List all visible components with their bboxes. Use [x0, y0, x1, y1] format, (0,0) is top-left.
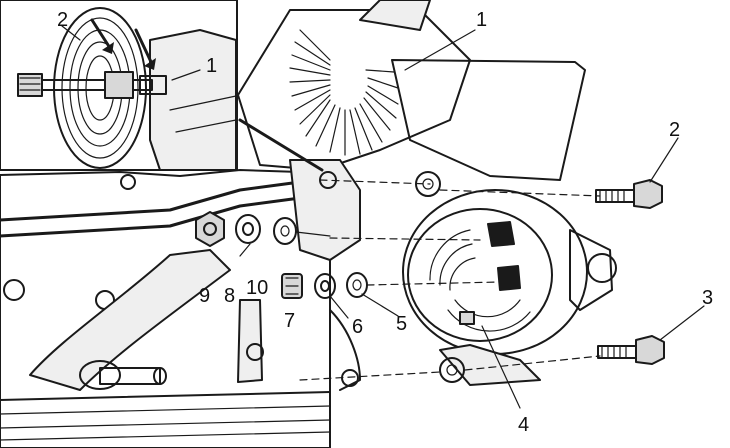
leader-1-inset	[171, 69, 201, 81]
inset-panel	[0, 0, 238, 171]
callout-3: 3	[702, 287, 713, 309]
callout-10: 10	[246, 277, 268, 299]
callout-2-inset: 2	[57, 9, 68, 31]
callout-2-main: 2	[669, 119, 680, 141]
leader-1-main	[404, 29, 476, 71]
bolt-2	[595, 137, 679, 209]
callout-9: 9	[199, 285, 210, 307]
callout-1-main: 1	[476, 9, 487, 31]
leader-2-inset	[61, 25, 81, 41]
callout-4: 4	[518, 414, 529, 436]
bolt-3	[597, 305, 705, 365]
leader-4	[481, 325, 521, 409]
washer-8	[235, 214, 261, 244]
fastener-stack	[195, 211, 501, 299]
washer-6	[346, 272, 368, 298]
callout-5: 5	[396, 313, 407, 335]
callout-7: 7	[284, 310, 295, 332]
leader-3	[659, 305, 705, 341]
callout-1-inset: 1	[206, 55, 217, 77]
nut-9	[195, 211, 225, 247]
upper-bracket	[238, 118, 601, 261]
washer-7	[314, 273, 336, 299]
alternator	[299, 189, 617, 409]
leader-6	[329, 295, 349, 319]
leader-5	[361, 293, 399, 317]
callout-8: 8	[224, 285, 235, 307]
fan-assembly	[237, 0, 586, 181]
callout-6: 6	[352, 316, 363, 338]
leader-2-main	[649, 137, 679, 183]
